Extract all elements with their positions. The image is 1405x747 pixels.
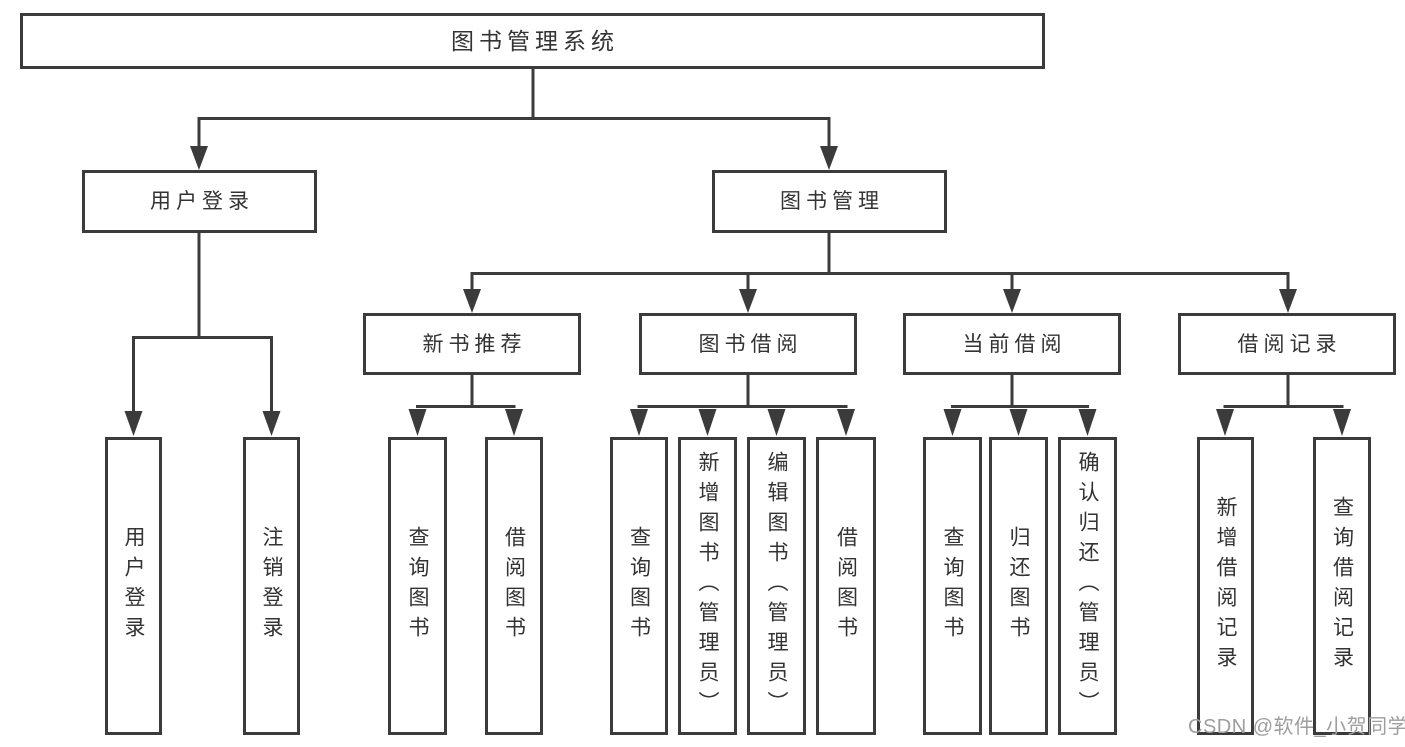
arrow-down-icon bbox=[190, 146, 208, 170]
arrow-down-icon bbox=[1279, 289, 1297, 313]
node-label: 用户登录 bbox=[150, 190, 254, 213]
arrow-down-icon bbox=[1078, 409, 1097, 436]
leaf-current-query-books: 查询图书 bbox=[923, 437, 982, 735]
node-label: 图书管理 bbox=[780, 190, 884, 213]
node-new-book-recommendation: 新书推荐 bbox=[363, 313, 581, 375]
leaf-add-borrowing-record: 新增借阅记录 bbox=[1197, 437, 1254, 735]
node-book-management: 图书管理 bbox=[712, 170, 947, 233]
arrow-down-icon bbox=[1009, 409, 1028, 436]
node-label: 当前借阅 bbox=[962, 332, 1067, 356]
csdn-watermark: CSDN @软件_小贺同学 bbox=[1188, 716, 1405, 738]
node-label: 查询图书 bbox=[406, 526, 429, 646]
leaf-recommend-query-books: 查询图书 bbox=[388, 437, 447, 735]
arrow-down-icon bbox=[1003, 289, 1021, 313]
node-label: 归还图书 bbox=[1007, 526, 1030, 646]
node-label: 确认归还（管理员） bbox=[1076, 451, 1099, 721]
leaf-edit-books-admin: 编辑图书（管理员） bbox=[747, 437, 806, 735]
node-borrowing-records: 借阅记录 bbox=[1178, 313, 1396, 375]
leaf-query-borrowing-record: 查询借阅记录 bbox=[1313, 437, 1371, 735]
arrow-down-icon bbox=[1333, 409, 1351, 436]
arrow-down-icon bbox=[767, 409, 786, 436]
node-label: 新书推荐 bbox=[422, 332, 527, 356]
arrow-down-icon bbox=[463, 289, 481, 313]
node-label: 借阅记录 bbox=[1237, 332, 1342, 356]
leaf-borrowing-query-books: 查询图书 bbox=[610, 437, 668, 735]
arrow-down-icon bbox=[837, 409, 855, 436]
leaf-return-books: 归还图书 bbox=[989, 437, 1048, 735]
node-label: 查询图书 bbox=[941, 526, 964, 646]
arrow-down-icon bbox=[739, 289, 757, 313]
arrow-down-icon bbox=[262, 411, 281, 436]
node-label: 新增借阅记录 bbox=[1214, 496, 1237, 676]
leaf-borrow-books: 借阅图书 bbox=[816, 437, 876, 735]
leaf-logout: 注销登录 bbox=[243, 437, 300, 735]
arrow-down-icon bbox=[505, 409, 523, 436]
node-label: 用户登录 bbox=[122, 526, 145, 646]
node-library-management-system: 图书管理系统 bbox=[20, 13, 1045, 69]
leaf-user-login: 用户登录 bbox=[105, 437, 162, 735]
node-label: 编辑图书（管理员） bbox=[765, 451, 788, 721]
node-current-borrowing: 当前借阅 bbox=[903, 313, 1121, 375]
node-label: 查询图书 bbox=[627, 526, 651, 646]
node-book-borrowing: 图书借阅 bbox=[639, 313, 857, 375]
node-label: 图书借阅 bbox=[698, 332, 803, 356]
leaf-confirm-return-admin: 确认归还（管理员） bbox=[1058, 437, 1117, 735]
node-label: 注销登录 bbox=[260, 526, 283, 646]
leaf-add-books-admin: 新增图书（管理员） bbox=[678, 437, 737, 735]
node-label: 借阅图书 bbox=[834, 526, 858, 646]
arrow-down-icon bbox=[408, 409, 427, 436]
arrow-down-icon bbox=[698, 409, 717, 436]
arrow-down-icon bbox=[124, 411, 143, 436]
node-label: 新增图书（管理员） bbox=[696, 451, 719, 721]
node-user-login: 用户登录 bbox=[82, 170, 317, 233]
node-label: 借阅图书 bbox=[502, 526, 526, 646]
arrow-down-icon bbox=[820, 146, 838, 170]
node-label: 图书管理系统 bbox=[451, 27, 619, 54]
leaf-recommend-borrow-books: 借阅图书 bbox=[485, 437, 543, 735]
node-label: 查询借阅记录 bbox=[1330, 496, 1354, 676]
arrow-down-icon bbox=[630, 409, 648, 436]
arrow-down-icon bbox=[1216, 409, 1234, 436]
arrow-down-icon bbox=[943, 409, 962, 436]
